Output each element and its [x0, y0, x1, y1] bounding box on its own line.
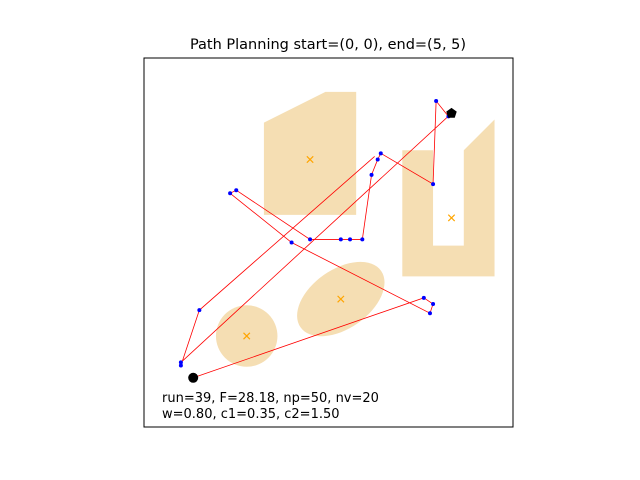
obstacle-center-marker-3	[337, 295, 345, 303]
waypoint-7	[308, 237, 313, 242]
waypoint-19	[178, 363, 183, 368]
end-marker	[446, 107, 457, 118]
waypoint-20	[197, 308, 202, 313]
waypoint-14	[431, 182, 436, 187]
waypoint-11	[369, 172, 374, 177]
waypoint-18	[178, 360, 183, 365]
waypoint-10	[360, 237, 365, 242]
waypoint-15	[434, 99, 439, 104]
waypoint-13	[378, 151, 383, 156]
waypoint-4	[289, 240, 294, 245]
waypoint-2	[431, 302, 436, 306]
chart-title: Path Planning start=(0, 0), end=(5, 5)	[190, 37, 466, 53]
waypoints-layer	[178, 99, 457, 383]
info-line-1: run=39, F=28.18, np=50, nv=20	[162, 391, 379, 406]
obstacle-center-marker-0	[306, 155, 314, 164]
waypoint-9	[348, 237, 353, 242]
waypoint-8	[338, 237, 343, 242]
waypoint-5	[228, 191, 233, 196]
obstacle-polygon-0	[263, 91, 357, 215]
obstacle-center-marker-2	[243, 332, 251, 340]
obstacle-centers-layer	[243, 155, 456, 340]
waypoint-12	[375, 157, 380, 162]
path-line	[180, 99, 452, 379]
obstacle-center-marker-1	[447, 214, 456, 222]
waypoint-6	[234, 188, 239, 193]
waypoint-3	[427, 311, 432, 316]
info-line-2: w=0.80, c1=0.35, c2=1.50	[162, 407, 340, 422]
plot-frame	[143, 57, 514, 428]
start-marker	[188, 372, 199, 383]
obstacle-polygon-1	[402, 119, 495, 277]
waypoint-1	[421, 295, 426, 300]
obstacles-layer	[215, 91, 495, 367]
